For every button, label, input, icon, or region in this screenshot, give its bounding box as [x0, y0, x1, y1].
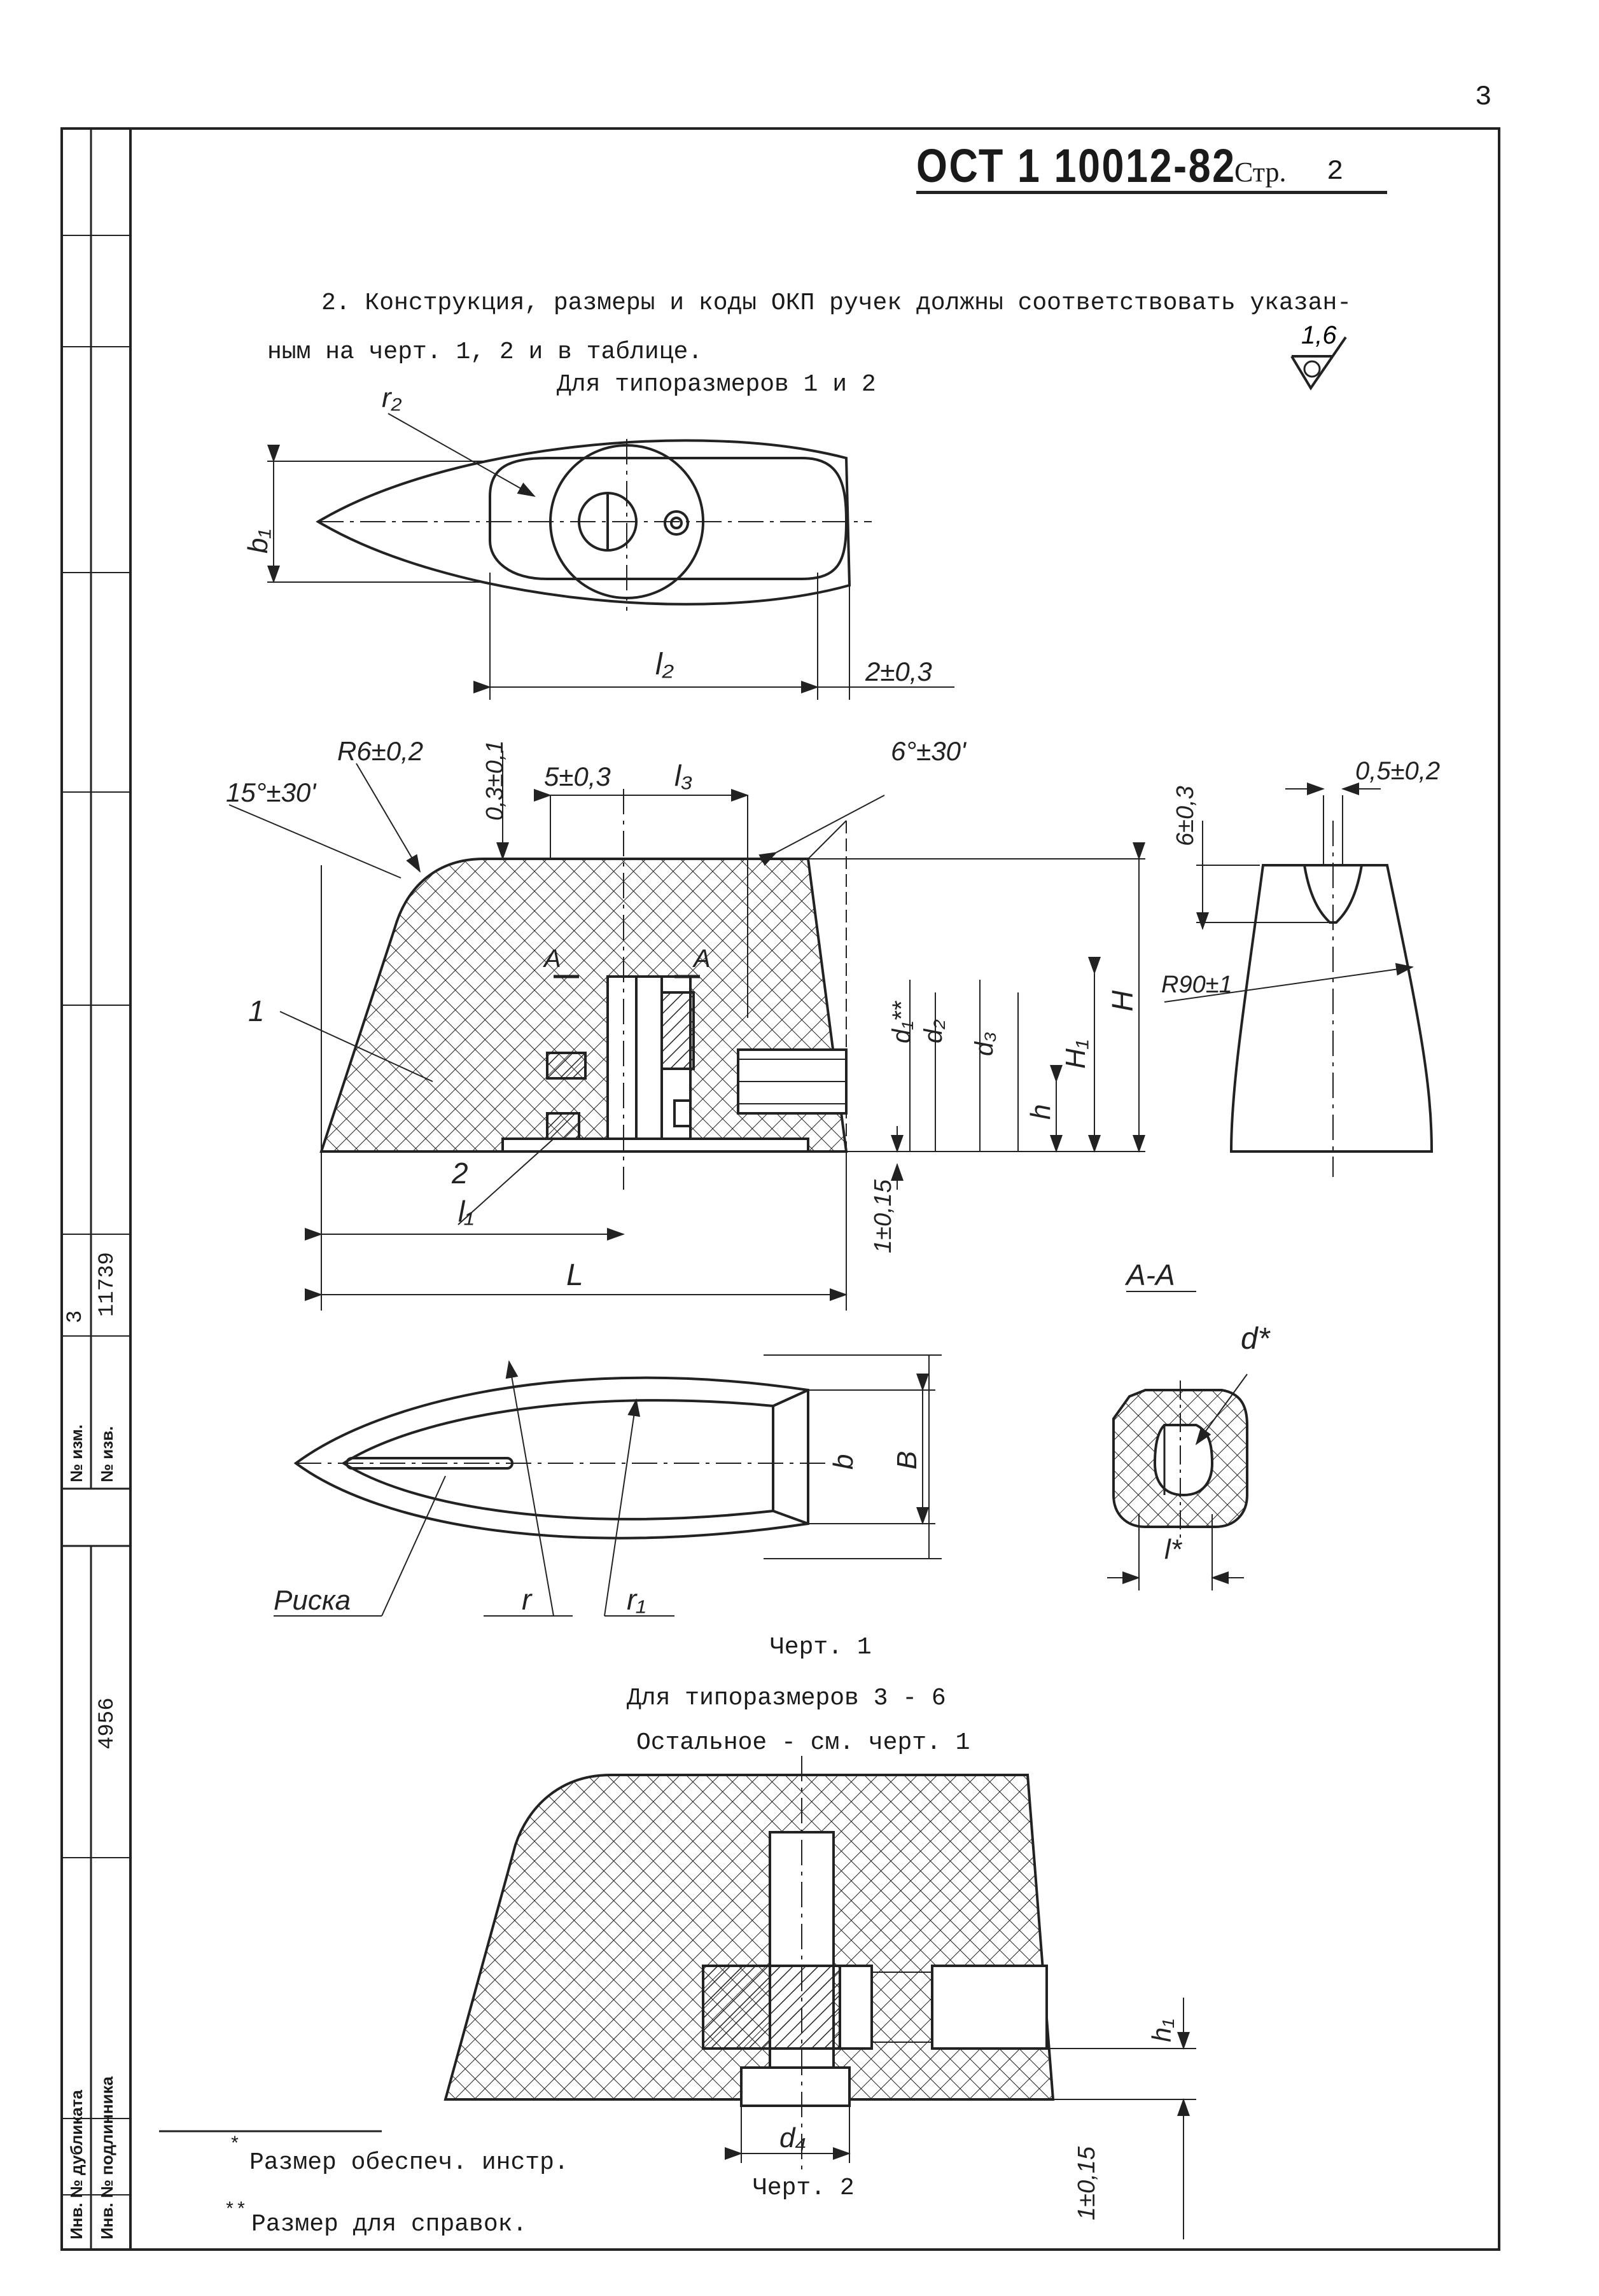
label-l1: l₁	[458, 1195, 474, 1228]
label-d4: d₄	[779, 2122, 806, 2153]
label-b: b	[828, 1454, 859, 1470]
label-H1: H₁	[1060, 1040, 1091, 1069]
document-number: ОСТ 1 10012-82	[916, 139, 1236, 192]
label-1-015: 1±0,15	[870, 1179, 897, 1253]
page-value: 2	[1327, 156, 1344, 188]
drawing-frame	[60, 127, 1500, 2251]
label-1-015-fig2: 1±0,15	[1073, 2146, 1100, 2220]
label-r1: r₁	[627, 1583, 646, 1616]
label-r90: R90±1	[1161, 971, 1232, 998]
label-6: 6±0,3	[1172, 786, 1199, 846]
label-angle-15: 15°±30'	[226, 777, 317, 807]
label-l2: l₂	[655, 648, 674, 681]
label-A-left: A	[543, 945, 561, 973]
label-riska: Риска	[274, 1585, 351, 1616]
margin-stamp	[60, 127, 132, 2251]
label-l3: l₃	[674, 759, 692, 792]
label-5: 5±0,3	[544, 762, 611, 791]
footnote-2-mark: **	[224, 2200, 248, 2222]
label-05: 0,5±0,2	[1355, 757, 1440, 785]
paragraph-line-2: ным на черт. 1, 2 и в таблице.	[267, 338, 703, 366]
label-section-A-A: A-A	[1124, 1258, 1175, 1291]
label-d3: d₃	[970, 1032, 998, 1056]
label-d2: d₂	[919, 1020, 947, 1044]
footnote-2: Размер для справок.	[251, 2211, 527, 2238]
label-l-star: l*	[1164, 1534, 1183, 1565]
section-a-a	[1107, 1291, 1248, 1590]
label-pos-2: 2	[451, 1157, 468, 1190]
label-pos-1: 1	[248, 994, 265, 1027]
label-L: L	[566, 1258, 583, 1292]
label-gap: 2±0,3	[865, 657, 932, 686]
footnote-1: Размер обеспеч. инстр.	[249, 2149, 569, 2176]
margin-stamp-grid	[60, 127, 132, 2251]
subtitle-sizes-1-2: Для типоразмеров 1 и 2	[557, 371, 876, 398]
header-underline	[916, 191, 1387, 194]
fig2-section	[443, 1756, 1196, 2239]
roughness-value: 1,6	[1301, 321, 1337, 349]
label-H: H	[1106, 990, 1139, 1012]
label-d1: d₁**	[888, 1001, 916, 1043]
label-r6: R6±0,2	[337, 736, 423, 766]
label-d-star: d*	[1241, 1322, 1271, 1356]
caption-rest: Остальное - см. черт. 1	[636, 1729, 970, 1757]
footnote-1-mark: *	[229, 2134, 241, 2156]
bottom-view	[274, 1354, 942, 1617]
label-b1: b₁	[242, 529, 274, 553]
side-view	[1164, 783, 1434, 1177]
label-03: 0,3±0,1	[482, 740, 508, 821]
caption-sizes-3-6: Для типоразмеров 3 - 6	[627, 1685, 946, 1712]
label-r: r	[522, 1583, 533, 1616]
page-number: 3	[1475, 81, 1492, 113]
label-h1: h₁	[1147, 2019, 1177, 2042]
label-angle-6: 6°±30'	[891, 736, 967, 766]
label-B: B	[891, 1451, 923, 1470]
page-label: Стр.	[1234, 157, 1287, 188]
roughness-symbol: 1,6	[1290, 321, 1347, 391]
top-view-small	[267, 413, 954, 700]
caption-fig2: Черт. 2	[753, 2174, 855, 2202]
caption-fig1: Черт. 1	[770, 1634, 872, 1661]
label-A-right: A	[692, 945, 711, 973]
front-section	[228, 751, 1145, 1311]
label-r2: r₂	[382, 382, 402, 414]
label-h: h	[1025, 1104, 1056, 1120]
paragraph-line-1: 2. Конструкция, размеры и коды ОКП ручек…	[321, 289, 1352, 317]
